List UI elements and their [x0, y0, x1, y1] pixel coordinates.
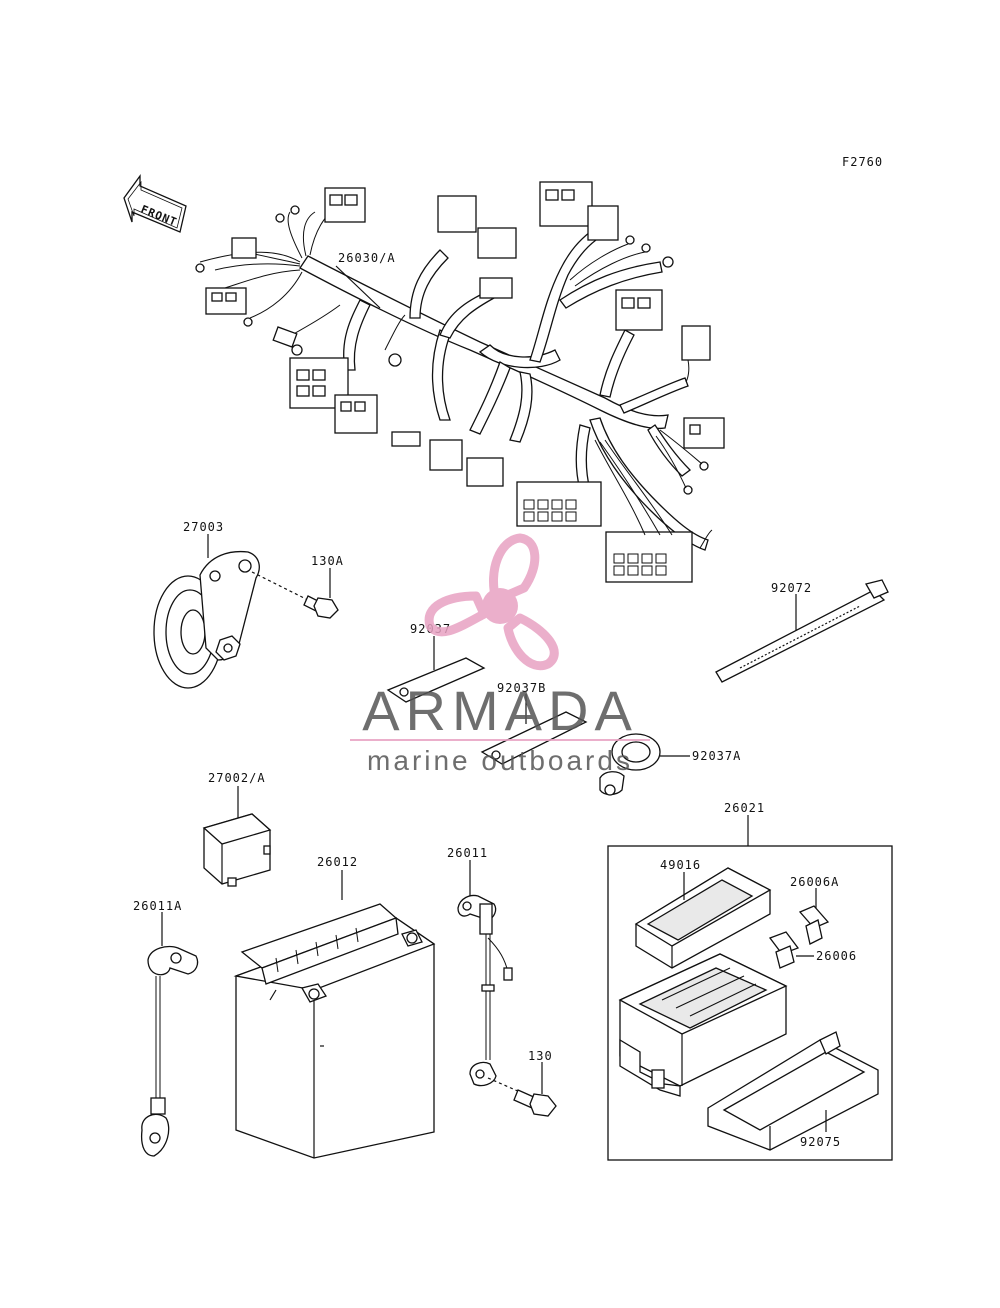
- label-26012: 26012: [317, 855, 358, 869]
- cable-tie-92072: [715, 579, 889, 683]
- label-130: 130: [528, 1049, 553, 1063]
- relay-27002A: [202, 813, 272, 887]
- watermark-tagline: marine outboards: [367, 745, 633, 776]
- horn: [153, 550, 260, 689]
- watermark: ARMADA marine outboards: [350, 533, 650, 776]
- watermark-brand: ARMADA: [362, 679, 638, 742]
- label-26011A: 26011A: [133, 899, 182, 913]
- clamp-92037A: [599, 733, 661, 796]
- label-27002A: 27002/A: [208, 771, 266, 785]
- label-27003: 27003: [183, 520, 224, 534]
- fuse-26006: [768, 931, 800, 969]
- main-harness: [195, 181, 725, 583]
- label-92037B: 92037B: [497, 681, 546, 695]
- battery-26012: [233, 903, 436, 1159]
- band-92037: [386, 657, 486, 703]
- label-26006: 26006: [816, 949, 857, 963]
- bolt-130: [487, 1077, 557, 1117]
- cover-49016: [634, 867, 772, 969]
- bolt-130A: [251, 571, 339, 619]
- label-26030A: 26030/A: [338, 251, 396, 265]
- label-92037A: 92037A: [692, 749, 741, 763]
- propeller-icon: [424, 533, 559, 671]
- label-49016: 49016: [660, 858, 701, 872]
- label-92075: 92075: [800, 1135, 841, 1149]
- cable-26011: [457, 894, 513, 1087]
- fuse-block: [618, 953, 788, 1097]
- fuse-box-frame: [607, 845, 893, 1161]
- fuse-26006A: [798, 905, 830, 945]
- label-26006A: 26006A: [790, 875, 839, 889]
- figure-code: F2760: [842, 155, 883, 169]
- band-92037B: [480, 711, 588, 765]
- label-26021: 26021: [724, 801, 765, 815]
- label-92072: 92072: [771, 581, 812, 595]
- label-26011: 26011: [447, 846, 488, 860]
- cable-26011A: [140, 945, 199, 1157]
- cover-92075: [707, 1031, 879, 1151]
- front-arrow-icon: FRONT: [123, 174, 187, 233]
- label-130A: 130A: [311, 554, 344, 568]
